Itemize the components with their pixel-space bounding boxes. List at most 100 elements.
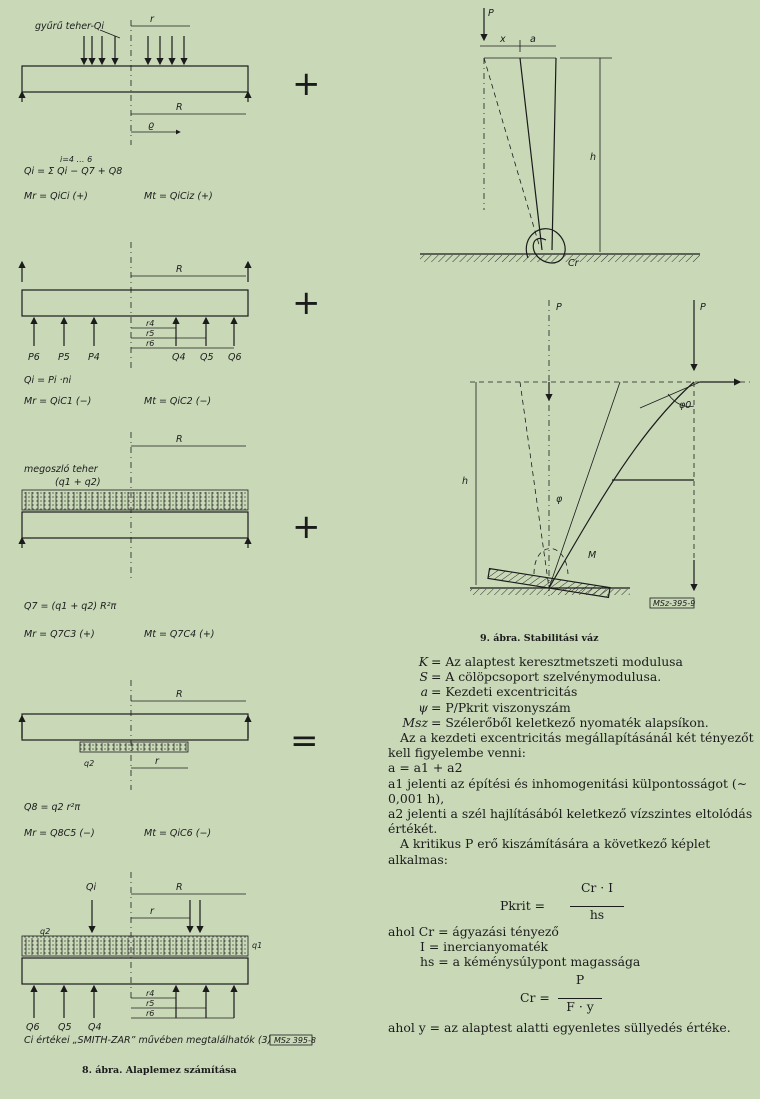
fig8-panel-2: R r4 r5 r6 P6 P5 P4 Q4 Q5 Q6 Qi = Pi ·ni… (18, 242, 321, 407)
p2-eq1: Qi = Pi ·ni (24, 375, 72, 386)
fig9-bottom-diagram: P P h φ0 φ M MSz-395-9 9. ábra. Stabilit… (462, 300, 750, 644)
text-column-2: ahol Cr = ágyazási tényező I = inerciany… (388, 924, 754, 970)
fig9-top-diagram: P x a h Cr (420, 8, 700, 269)
p1-eq1: Qi = Σ Qi − Q7 + Q8 (24, 166, 122, 177)
distributed-load-arrows (25, 492, 243, 509)
def-K: K= Az alaptest keresztmetszeti modulusa (418, 654, 683, 669)
ground-hatch-top (420, 255, 700, 262)
ahol-y: ahol y = az alaptest alatti egyenletes s… (388, 1020, 731, 1035)
def-psi: ψ= P/Pkrit viszonyszám (418, 699, 571, 715)
load-arrows-left (80, 36, 119, 66)
p1-R-label: R (176, 102, 183, 113)
p5-Q5: Q5 (58, 1022, 72, 1033)
def-S: S= A cölöpcsoport szelvénymodulusa. (419, 669, 662, 685)
p5-Qi-label: Qi (86, 882, 96, 893)
p2-Q5: Q5 (200, 352, 214, 363)
rotation-spiral (525, 228, 566, 264)
p2-Q4: Q4 (172, 352, 186, 363)
p3-q-label: (q1 + q2) (55, 477, 101, 488)
fig8-caption: 8. ábra. Alaplemez számítása (82, 1065, 237, 1076)
p1-eq2b: Mt = QiCiz (+) (144, 191, 213, 202)
ahol-cr: ahol Cr = ágyazási tényező (388, 924, 559, 939)
p1-rho-label: ϱ (148, 120, 154, 131)
fig9-top-P: P (488, 8, 494, 19)
paragraph-a1: a1 jelenti az építési és inhomogenitási … (388, 775, 748, 806)
p5-note: Ci értékei „SMITH-ZAR” művében megtalálh… (24, 1035, 271, 1046)
fig8-panel-4: R q2 r Q8 = q2 r²π Mr = Q8C5 (−) Mt = Qi… (18, 680, 319, 839)
paragraph-excentricity: Az a kezdeti excentricitás megállapításá… (388, 730, 754, 761)
p3-eq2b: Mt = Q7C4 (+) (144, 629, 215, 640)
p3-R-label: R (176, 434, 183, 445)
p4-eq2b: Mt = QiC6 (−) (144, 828, 211, 839)
load-arrows-right (144, 36, 188, 66)
p2-P4: P4 (88, 352, 100, 363)
q2-load-arrows (83, 743, 187, 751)
equals-sign: = (290, 721, 319, 761)
fig9-bottom-h: h (462, 476, 468, 487)
fig8-panel-3: R megoszló teher (q1 + q2) Q7 = (q1 + q2… (18, 432, 321, 640)
p2-eq2a: Mr = QiC1 (−) (24, 396, 91, 407)
definitions-list: K= Az alaptest keresztmetszeti modulusa … (388, 654, 754, 730)
p2-r6: r6 (146, 339, 154, 348)
p2-r5: r5 (146, 329, 154, 338)
p2-P5: P5 (58, 352, 70, 363)
p4-r-label: r (155, 756, 160, 767)
p1-eq2a: Mr = QiCi (+) (24, 191, 88, 202)
p5-Q6: Q6 (26, 1022, 40, 1033)
p2-P6: P6 (28, 352, 40, 363)
plus-sign-3: + (292, 507, 321, 547)
p2-r4: r4 (146, 319, 154, 328)
p1-load-label: gyűrű teher-Qi (35, 21, 104, 32)
fig9-Cr-label: Cr (568, 258, 580, 269)
ahol-hs: hs = a kéménysúlypont magassága (420, 954, 641, 970)
p5-r4: r4 (146, 989, 154, 998)
plus-sign-1: + (292, 64, 321, 104)
fig9-stamp: MSz-395-9 (653, 599, 695, 608)
p2-Q6: Q6 (228, 352, 242, 363)
plus-sign-2: + (292, 283, 321, 323)
q2-load-band (79, 741, 189, 753)
p4-eq2a: Mr = Q8C5 (−) (24, 828, 95, 839)
def-Msz: Msz= Szélerőből keletkező nyomaték alaps… (402, 714, 709, 730)
p5-R-label: R (176, 882, 183, 893)
combined-load-arrows (25, 938, 243, 955)
p5-q2-label: q2 (40, 927, 50, 936)
fig9-x-label: x (499, 34, 506, 45)
def-a: a= Kezdeti excentricitás (420, 684, 578, 700)
p4-eq1: Q8 = q2 r²π (24, 802, 80, 813)
p1-eq1-limits: i=4 … 6 (60, 155, 92, 164)
combined-load-band (21, 935, 249, 957)
p3-eq2a: Mr = Q7C3 (+) (24, 629, 95, 640)
text-column-3: ahol y = az alaptest alatti egyenletes s… (388, 1020, 754, 1035)
fig8-stamp: MSz 395-8 (274, 1036, 316, 1045)
p3-load-label: megoszló teher (24, 464, 99, 475)
paragraph-a2: a2 jelenti a szél hajlításából keletkező… (388, 806, 753, 837)
p4-q2-label: q2 (84, 759, 94, 768)
p5-r6: r6 (146, 1009, 154, 1018)
fig9-P-left: P (556, 302, 562, 313)
ground-hatch-bottom (470, 589, 630, 595)
p2-eq2b: Mt = QiC2 (−) (144, 396, 211, 407)
ahol-I: I = inercianyomaték (420, 939, 549, 955)
p5-Q4: Q4 (88, 1022, 102, 1033)
p5-r-label: r (150, 906, 155, 917)
p4-R-label: R (176, 689, 183, 700)
p5-q1-label: q1 (252, 941, 262, 950)
fig9-caption: 9. ábra. Stabilitási váz (480, 633, 599, 644)
p2-R-label: R (176, 264, 183, 275)
fig8-panel-5: R r Qi q2 q1 r4 r5 r6 Q6 Q5 Q4 Ci értéke… (21, 872, 316, 1076)
fig9-top-h: h (590, 152, 596, 163)
distributed-load-band (21, 489, 249, 511)
fig9-M-label: M (588, 550, 596, 561)
p3-eq1: Q7 = (q1 + q2) R²π (24, 601, 117, 612)
p5-r5: r5 (146, 999, 154, 1008)
p1-r-label: r (150, 14, 155, 25)
deflected-chimney-axis (548, 381, 695, 589)
equation-a: a = a1 + a2 (388, 760, 463, 776)
fig9-a-label: a (530, 34, 536, 45)
fig9-phi-label: φ (556, 494, 563, 505)
fig9-P-right: P (700, 302, 706, 313)
text-column: K= Az alaptest keresztmetszeti modulusa … (388, 654, 754, 867)
fig8-panel-1: gyűrű teher-Qi r R ϱ i=4 … 6 Qi = Σ Qi −… (18, 14, 321, 202)
